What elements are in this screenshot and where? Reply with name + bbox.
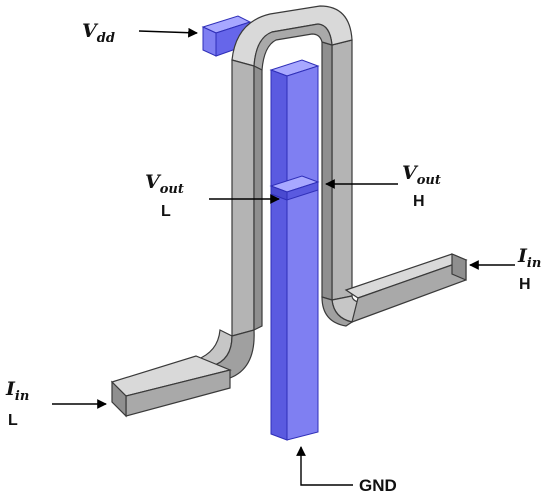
iin-l-suffix: L: [8, 412, 18, 429]
iin-l-arm: [110, 355, 232, 418]
vdd-pad: [201, 15, 252, 57]
label-vdd: Vdd: [82, 20, 198, 46]
label-iin-l: Iin L: [5, 378, 107, 429]
vdd-arrow: [138, 27, 198, 38]
vdd-sub: dd: [97, 31, 115, 46]
label-iin-h: Iin H: [469, 245, 541, 293]
gnd-arrow: [296, 446, 353, 486]
vout-l-suffix: L: [161, 203, 171, 220]
label-vout-h: Vout H: [325, 162, 441, 210]
svg-text:Vout: Vout: [145, 171, 184, 197]
iin-h-sub: in: [527, 256, 541, 271]
label-vout-l: Vout L: [145, 171, 280, 220]
iin-l-main: I: [5, 378, 16, 400]
vout-h-sub: out: [417, 173, 441, 188]
iin-h-arm: [344, 253, 468, 323]
vout-l-main: V: [145, 171, 162, 193]
svg-text:Vout: Vout: [402, 162, 441, 188]
iin-h-suffix: H: [519, 276, 531, 293]
gnd-text: GND: [359, 476, 397, 495]
vout-l-sub: out: [160, 182, 184, 197]
iin-l-sub: in: [15, 389, 29, 404]
vout-h-main: V: [402, 162, 419, 184]
label-gnd: GND: [296, 446, 397, 495]
vout-h-suffix: H: [413, 193, 425, 210]
svg-text:Iin: Iin: [517, 245, 541, 271]
svg-text:Iin: Iin: [5, 378, 29, 404]
svg-text:Vdd: Vdd: [82, 20, 115, 46]
iin-h-main: I: [517, 245, 528, 267]
conductor-loop: [110, 5, 468, 418]
vdd-main: V: [82, 20, 99, 42]
gnd-column: [269, 59, 320, 441]
